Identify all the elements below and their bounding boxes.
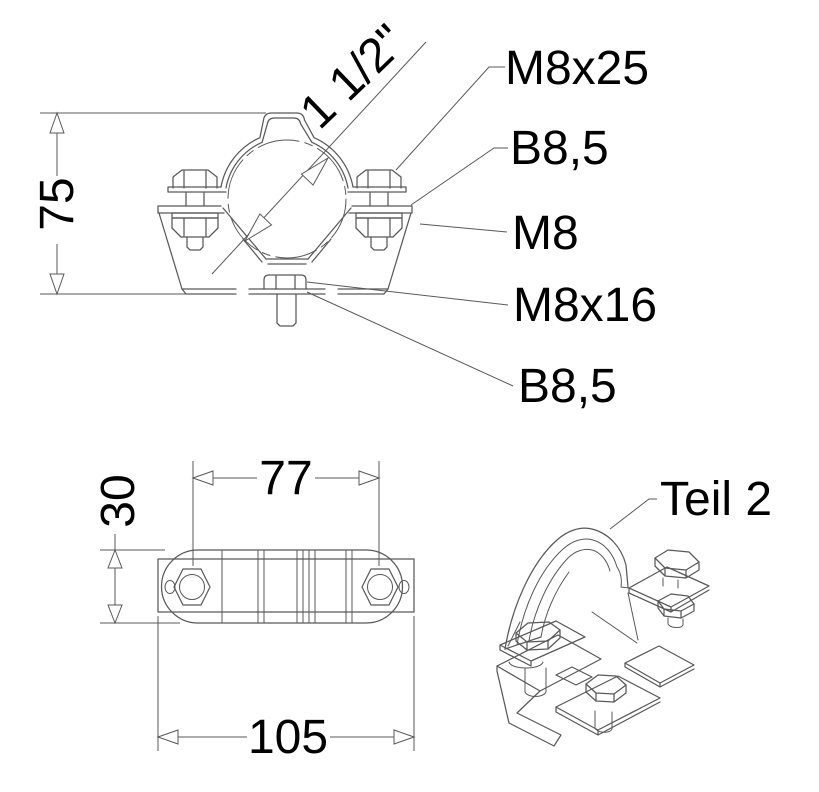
clamp-body-top (160, 549, 410, 624)
iso-view: Teil 2 (496, 473, 772, 747)
leader-b85-top (410, 147, 508, 206)
arrowhead-lower-left (243, 213, 273, 243)
arrowhead-right (358, 470, 381, 486)
leader-m8 (419, 223, 508, 233)
dim-30-text: 30 (92, 474, 145, 527)
dim-77-text: 77 (259, 452, 312, 505)
arrowhead-right (393, 729, 416, 745)
arrowhead-up (107, 548, 123, 569)
teil2-text: Teil 2 (660, 473, 772, 526)
bolt-tip-left (164, 580, 176, 594)
dim-30: 30 (92, 474, 180, 625)
clamp-strap (167, 112, 407, 193)
dim-105: 105 (156, 616, 416, 764)
arrowhead-upper-right (300, 156, 330, 186)
iso-left-flange (499, 620, 586, 667)
iso-right-flange (628, 566, 710, 613)
top-view: 77 30 105 (92, 452, 416, 764)
leader-m8x16 (306, 281, 509, 306)
iso-bolt-bottom (585, 674, 627, 733)
bolt-left (171, 169, 219, 251)
callouts: M8x25 B8,5 M8 M8x16 B8,5 (306, 42, 657, 413)
arrowhead-left (156, 729, 179, 745)
leader-b85-bottom (306, 291, 514, 387)
iso-saddle-strap (504, 527, 630, 650)
bolt-right (355, 169, 403, 251)
iso-base-plates (496, 592, 695, 747)
front-view: 75 1 1/2" M8x25 B8,5 M8 M8x16 B8,5 (31, 15, 657, 413)
arrowhead-down (107, 604, 123, 625)
bolt-bottom (263, 274, 307, 327)
base-plate-top (157, 558, 415, 613)
callout-b85-bottom: B8,5 (518, 360, 617, 413)
arrowhead-left (191, 470, 214, 486)
pipe-circle (227, 139, 347, 259)
dim-105-text: 105 (248, 711, 328, 764)
hex-bolt-right-top (361, 568, 399, 606)
callout-b85-top: B8,5 (510, 122, 609, 175)
bolt-tip-right (398, 580, 410, 594)
arrowhead-down (49, 273, 65, 296)
dim-pipe-diameter: 1 1/2" (211, 15, 427, 275)
callout-m8x16: M8x16 (513, 279, 657, 332)
dim-77: 77 (191, 452, 381, 566)
iso-bolt-left (508, 621, 561, 697)
iso-bolt-right (654, 549, 700, 628)
dim-75-text: 75 (31, 177, 84, 230)
dim-75: 75 (31, 111, 266, 296)
leader-m8x25 (395, 66, 505, 171)
leader-teil2 (609, 498, 657, 530)
hex-bolt-left-top (173, 568, 211, 606)
callout-m8x25: M8x25 (505, 42, 649, 95)
arrowhead-up (49, 111, 65, 134)
callout-m8: M8 (512, 207, 579, 260)
part-label: Teil 2 (609, 473, 772, 530)
